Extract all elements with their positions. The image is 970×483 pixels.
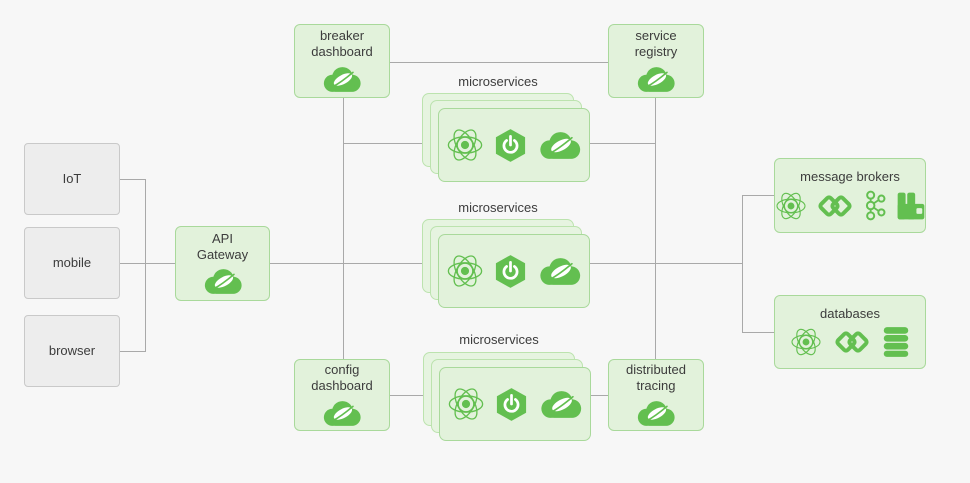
spring-leaf-cloud-icon [321, 65, 363, 94]
config-dashboard-box: config dashboard [294, 359, 390, 431]
spring-cloud-atom-icon [447, 385, 485, 423]
spring-boot-icon [496, 387, 527, 422]
connector-breaker-registry [390, 62, 608, 63]
distributed-tracing-box: distributed tracing [608, 359, 704, 431]
distributed-tracing-label: distributed tracing [626, 362, 686, 393]
service-registry-label: service registry [634, 28, 678, 59]
spring-cloud-atom-icon [790, 326, 822, 358]
microservices-stack-top [422, 93, 590, 182]
microservices-label-top: microservices [458, 74, 538, 89]
client-label: browser [48, 343, 96, 359]
spring-leaf-cloud-icon [538, 389, 584, 420]
kafka-icon [863, 190, 886, 221]
spring-leaf-cloud-icon [635, 399, 677, 428]
client-label: mobile [52, 255, 92, 271]
spring-boot-icon [495, 254, 526, 289]
connector-right-junction [742, 195, 743, 333]
service-registry-box: service registry [608, 24, 704, 98]
connector-browser-bus [120, 351, 145, 352]
databases-label: databases [820, 305, 880, 321]
connector-iot-bus [120, 179, 145, 180]
client-box-iot: IoT [24, 143, 120, 215]
connector-mobile-gateway [120, 263, 175, 264]
databases-box: databases [774, 295, 926, 369]
spring-cloud-atom-icon [446, 126, 484, 164]
spring-leaf-cloud-icon [635, 65, 677, 94]
microservice-card [438, 234, 590, 308]
microservice-icons [446, 252, 583, 290]
connector-brokers-stub [742, 195, 774, 196]
connector-right-column [655, 98, 656, 359]
api-gateway-box: API Gateway [175, 226, 270, 301]
breaker-dashboard-label: breaker dashboard [311, 28, 373, 59]
spring-cloud-atom-icon [446, 252, 484, 290]
client-box-mobile: mobile [24, 227, 120, 299]
config-dashboard-label: config dashboard [311, 362, 373, 393]
microservices-stack-middle [422, 219, 590, 308]
databases-icons [790, 326, 910, 358]
spring-leaf-cloud-icon [537, 130, 583, 161]
spring-leaf-cloud-icon [202, 267, 244, 296]
integration-chain-link-icon [834, 327, 870, 357]
client-label: IoT [62, 171, 82, 187]
spring-leaf-cloud-icon [321, 399, 363, 428]
message-brokers-box: message brokers [774, 158, 926, 233]
connector-databases-stub [742, 332, 774, 333]
integration-chain-link-icon [817, 191, 853, 221]
microservice-icons [447, 385, 584, 423]
spring-leaf-cloud-icon [537, 256, 583, 287]
connector-left-column [343, 98, 344, 359]
microservice-card [439, 367, 591, 441]
breaker-dashboard-box: breaker dashboard [294, 24, 390, 98]
microservices-label-middle: microservices [458, 200, 538, 215]
client-box-browser: browser [24, 315, 120, 387]
connector-client-bus [145, 179, 146, 352]
api-gateway-label: API Gateway [196, 230, 249, 262]
message-brokers-icons [775, 190, 926, 222]
microservices-label-bottom: microservices [459, 332, 539, 347]
microservice-icons [446, 126, 583, 164]
spring-boot-icon [495, 128, 526, 163]
microservices-stack-bottom [423, 352, 591, 441]
message-brokers-label: message brokers [800, 169, 900, 185]
rabbitmq-icon [896, 191, 926, 221]
microservice-card [438, 108, 590, 182]
spring-cloud-atom-icon [775, 190, 807, 222]
database-cylinder-icon [882, 327, 910, 358]
